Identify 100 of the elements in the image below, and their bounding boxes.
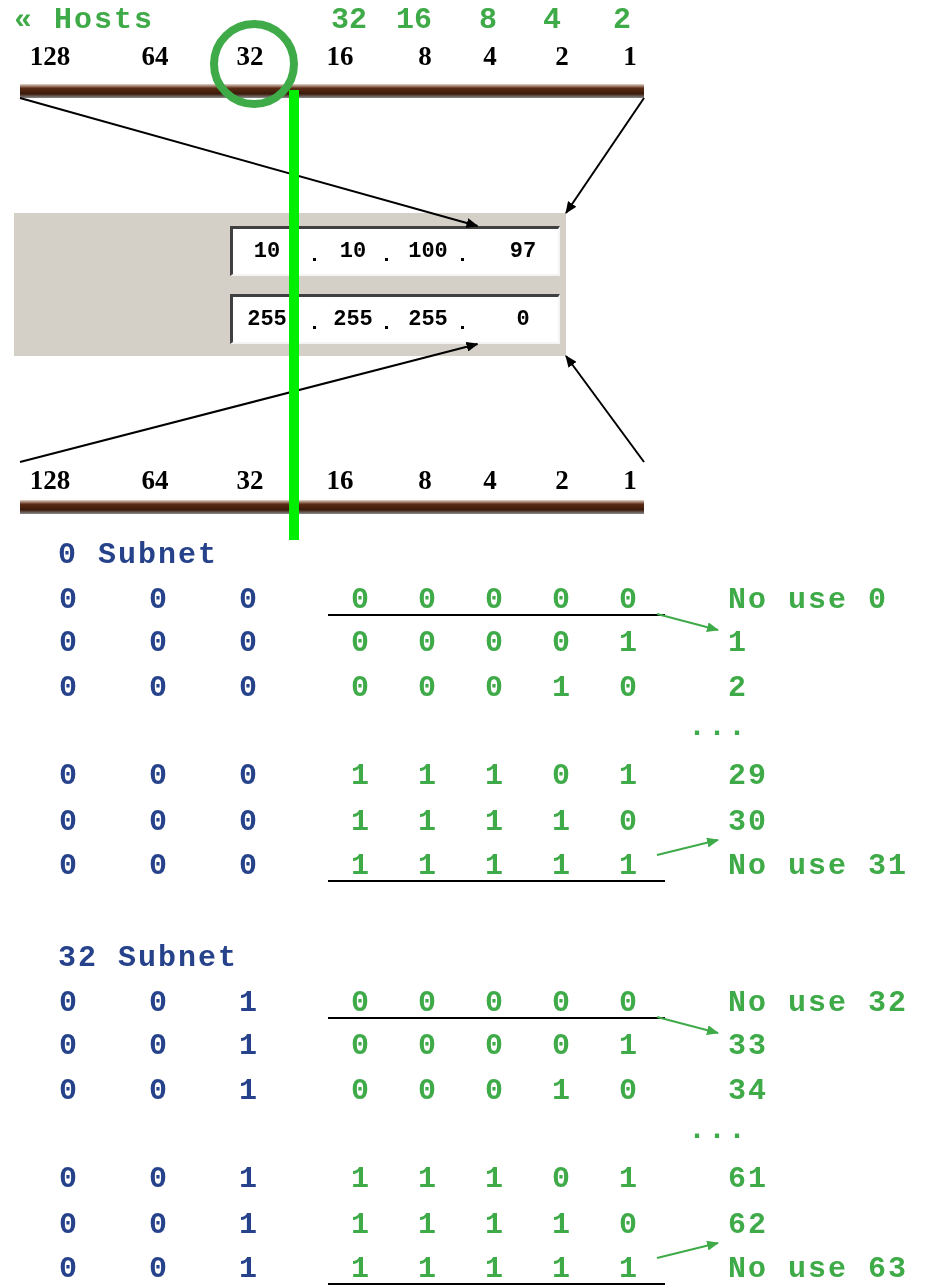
bit-digit: 1: [551, 848, 571, 885]
host-number: 30: [728, 804, 768, 841]
ip-octet: 255: [246, 306, 288, 334]
bit-value: 64: [140, 40, 170, 73]
host-number: 29: [728, 758, 768, 795]
bit-digit: 1: [238, 1207, 258, 1244]
bit-digit: 1: [350, 758, 370, 795]
bit-digit: 0: [238, 758, 258, 795]
bit-digit: 0: [417, 1028, 437, 1065]
ellipsis: ...: [688, 1112, 748, 1149]
ip-octet: 10: [338, 238, 368, 266]
bit-digit: 1: [350, 848, 370, 885]
bit-digit: 1: [484, 1207, 504, 1244]
bit-digit: 0: [484, 625, 504, 662]
bit-value: 16: [325, 40, 355, 73]
bit-digit: 0: [417, 625, 437, 662]
host-number: 34: [728, 1073, 768, 1110]
bit-digit: 0: [618, 1207, 638, 1244]
bit-digit: 1: [551, 804, 571, 841]
ip-octet: 100: [407, 238, 449, 266]
bit-digit: 0: [551, 582, 571, 619]
bit-digit: 1: [484, 1161, 504, 1198]
bit-digit: 0: [551, 758, 571, 795]
bit-digit: 1: [417, 1251, 437, 1287]
bit-value: 8: [417, 40, 433, 73]
bit-digit: 0: [417, 1073, 437, 1110]
bit-digit: 0: [350, 582, 370, 619]
bit-digit: 0: [148, 804, 168, 841]
ip-octet: 255: [332, 306, 374, 334]
bit-digit: 1: [238, 1251, 258, 1287]
ip-octet: 255: [407, 306, 449, 334]
ellipsis: ...: [688, 709, 748, 746]
bit-digit: 0: [551, 1161, 571, 1198]
bit-value: 1: [622, 464, 638, 497]
bit-digit: 0: [238, 804, 258, 841]
bit-value: 8: [478, 2, 498, 39]
bit-digit: 0: [350, 670, 370, 707]
bit-value: 32: [235, 40, 265, 73]
bit-digit: 0: [618, 582, 638, 619]
bit-digit: 0: [148, 1073, 168, 1110]
bit-digit: 0: [148, 1161, 168, 1198]
host-number: 61: [728, 1161, 768, 1198]
bit-digit: 1: [238, 1073, 258, 1110]
arrow: [565, 355, 645, 463]
bit-value: 16: [395, 2, 433, 39]
bit-digit: 1: [551, 670, 571, 707]
bit-digit: 0: [58, 985, 78, 1022]
bit-digit: 1: [350, 1207, 370, 1244]
bit-value: 128: [28, 40, 72, 73]
bit-digit: 0: [148, 848, 168, 885]
bit-value: 2: [554, 40, 570, 73]
bit-digit: 0: [484, 582, 504, 619]
host-number: No use 32: [728, 985, 909, 1022]
bit-digit: 0: [238, 848, 258, 885]
bit-digit: 0: [417, 582, 437, 619]
bit-digit: 1: [618, 848, 638, 885]
bit-digit: 1: [484, 804, 504, 841]
bit-digit: 0: [58, 1251, 78, 1287]
bit-digit: 0: [238, 582, 258, 619]
bit-digit: 0: [148, 985, 168, 1022]
bit-digit: 0: [148, 758, 168, 795]
bit-digit: 0: [58, 582, 78, 619]
bit-value: 16: [325, 464, 355, 497]
host-number: No use 31: [728, 848, 909, 885]
bit-digit: 1: [238, 1161, 258, 1198]
bit-digit: 1: [484, 758, 504, 795]
bit-value: 128: [28, 464, 72, 497]
bit-digit: 0: [148, 1251, 168, 1287]
arrow: [19, 97, 479, 228]
bit-digit: 1: [350, 1161, 370, 1198]
bit-digit: 0: [350, 1028, 370, 1065]
bit-digit: 1: [551, 1207, 571, 1244]
host-number: 33: [728, 1028, 768, 1065]
bit-digit: 0: [238, 625, 258, 662]
bit-digit: 1: [551, 1251, 571, 1287]
host-number: No use 0: [728, 582, 889, 619]
bit-digit: 0: [148, 625, 168, 662]
bit-digit: 1: [618, 758, 638, 795]
heading: « Hosts: [14, 2, 155, 39]
bit-digit: 0: [58, 848, 78, 885]
bit-digit: 0: [551, 625, 571, 662]
bit-digit: 0: [618, 1073, 638, 1110]
bit-digit: 0: [350, 985, 370, 1022]
ip-address-field: [230, 294, 560, 344]
bit-value: 2: [612, 2, 632, 39]
bit-value: 4: [482, 40, 498, 73]
bit-digit: 0: [148, 670, 168, 707]
ip-address-field: [230, 226, 560, 276]
dialog-panel: [14, 213, 566, 356]
bit-digit: 0: [551, 985, 571, 1022]
bit-digit: 1: [417, 1207, 437, 1244]
bit-value: 32: [330, 2, 368, 39]
bit-digit: 1: [417, 758, 437, 795]
bit-digit: 0: [484, 985, 504, 1022]
section-heading: 32 Subnet: [58, 940, 239, 977]
bit-digit: 0: [618, 670, 638, 707]
bit-digit: 0: [148, 582, 168, 619]
bit-digit: 0: [58, 1207, 78, 1244]
bit-digit: 1: [551, 1073, 571, 1110]
bit-digit: 0: [618, 804, 638, 841]
